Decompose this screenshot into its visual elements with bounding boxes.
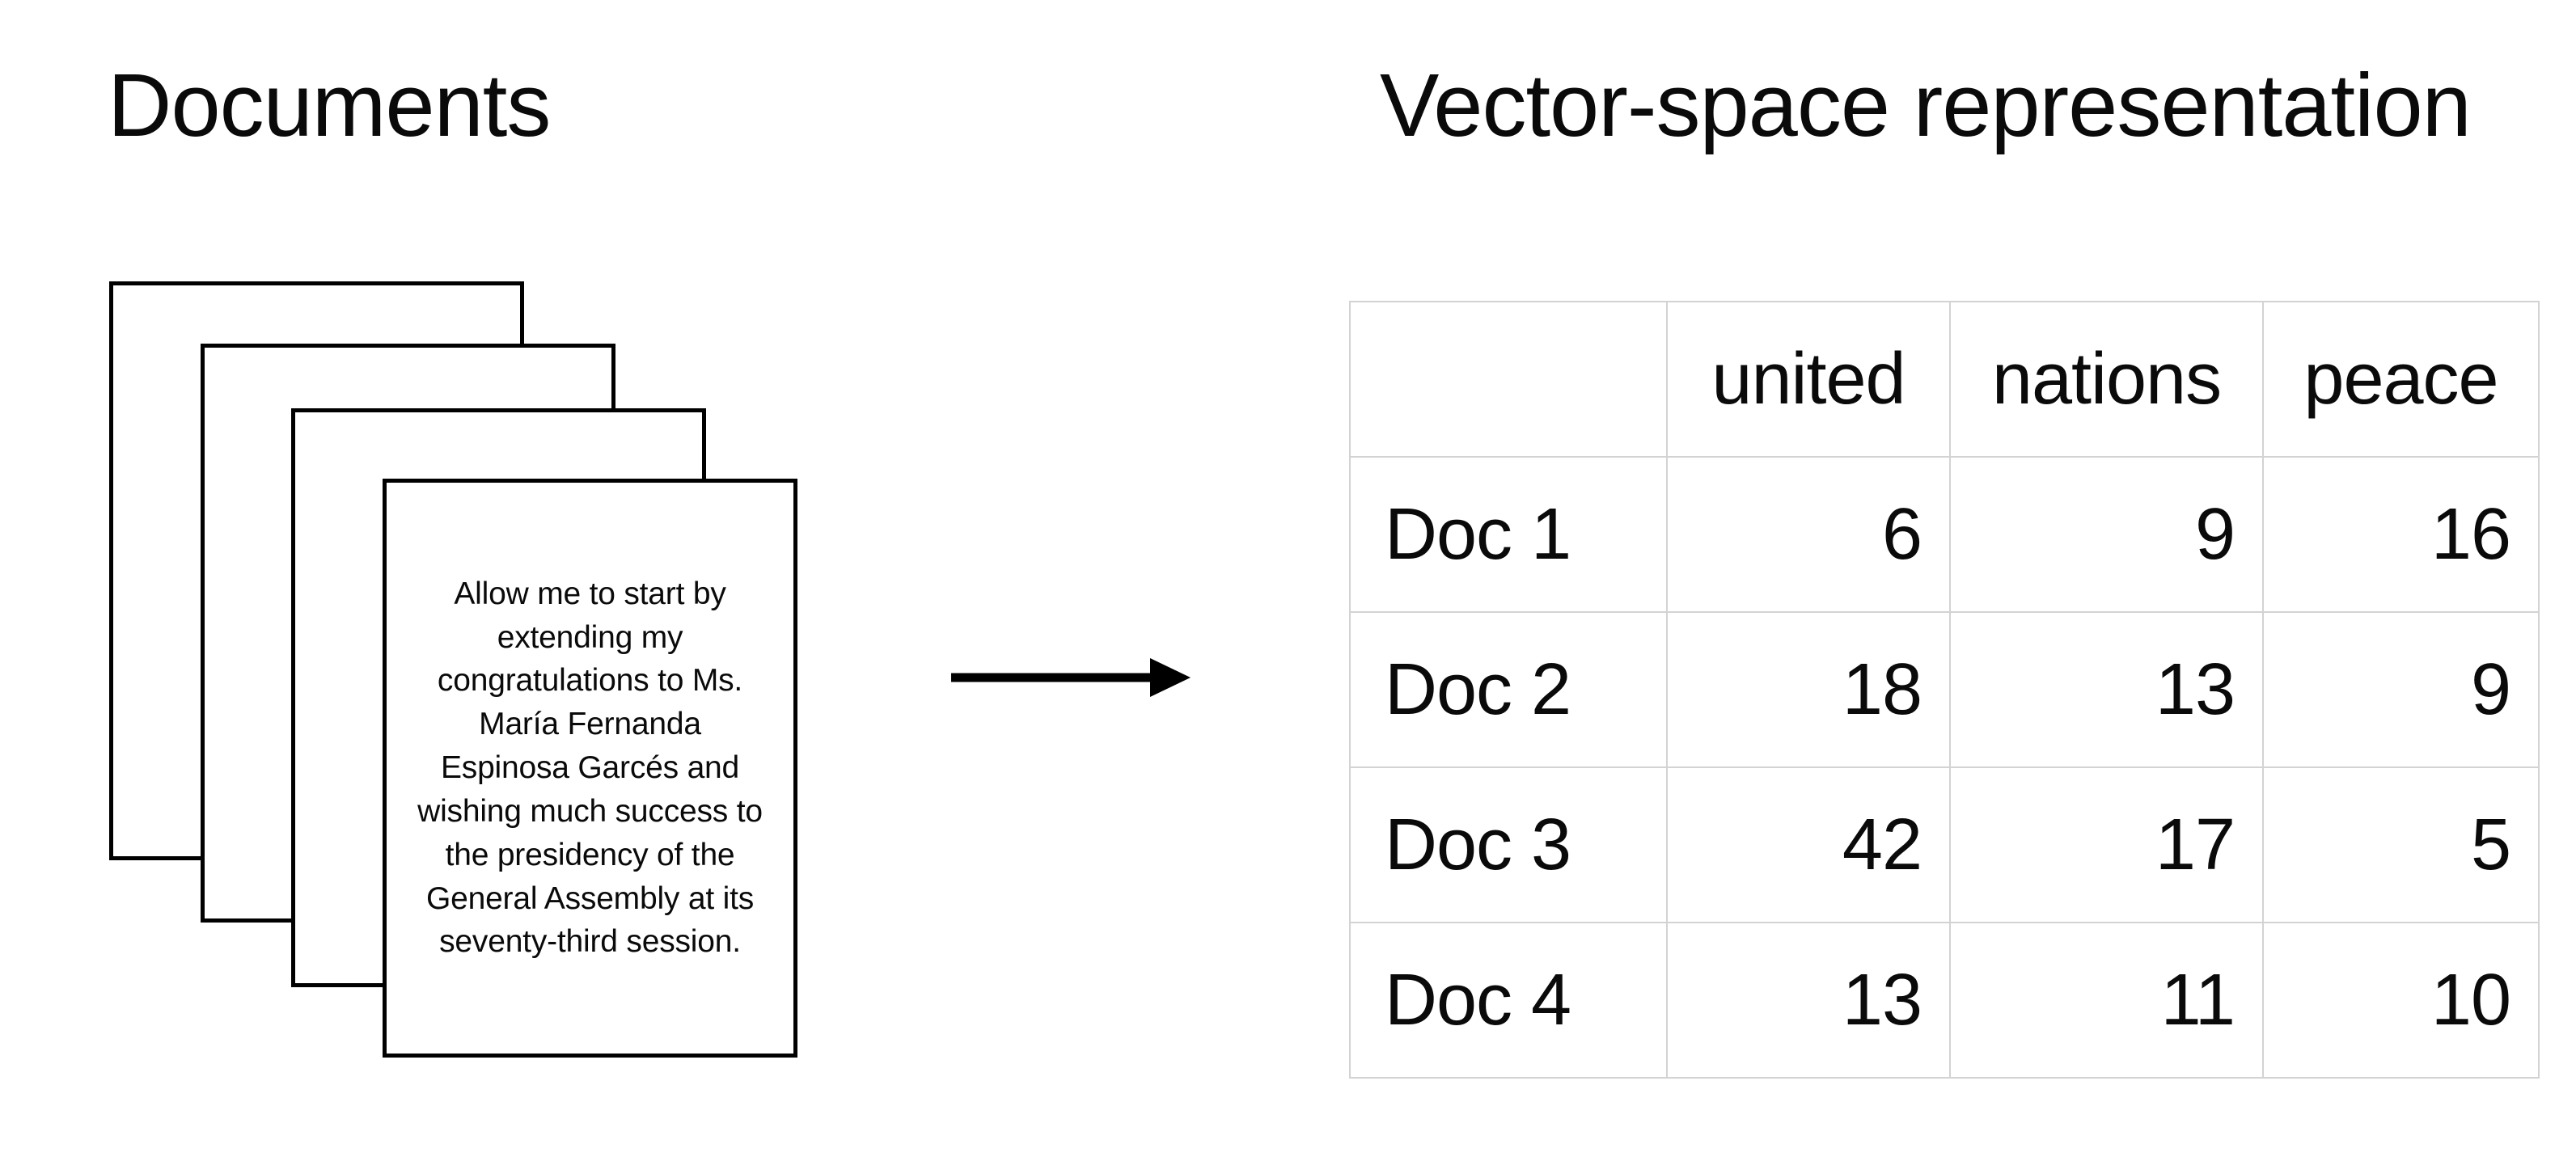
table-row: Doc 1 6 9 16 <box>1349 456 2540 613</box>
table-header-blank <box>1349 301 1668 458</box>
cell-doc-3-nations: 17 <box>1949 766 2264 923</box>
table-header-nations: nations <box>1949 301 2264 458</box>
table-header: united nations peace <box>1349 301 2540 458</box>
cell-doc-1-peace: 16 <box>2262 456 2540 613</box>
cell-doc-2-nations: 13 <box>1949 611 2264 768</box>
right-arrow-icon <box>946 651 1197 704</box>
row-label-doc-3: Doc 3 <box>1349 766 1668 923</box>
table-header-row: united nations peace <box>1349 301 2540 458</box>
table-row: Doc 2 18 13 9 <box>1349 611 2540 768</box>
row-label-doc-4: Doc 4 <box>1349 922 1668 1079</box>
row-label-doc-1: Doc 1 <box>1349 456 1668 613</box>
cell-doc-3-peace: 5 <box>2262 766 2540 923</box>
cell-doc-3-united: 42 <box>1666 766 1951 923</box>
cell-doc-2-united: 18 <box>1666 611 1951 768</box>
cell-doc-4-united: 13 <box>1666 922 1951 1079</box>
cell-doc-2-peace: 9 <box>2262 611 2540 768</box>
cell-doc-4-nations: 11 <box>1949 922 2264 1079</box>
page-title-documents: Documents <box>108 56 551 155</box>
cell-doc-1-nations: 9 <box>1949 456 2264 613</box>
table-header-united: united <box>1666 301 1951 458</box>
vector-space-table: united nations peace Doc 1 6 9 16 Doc 2 … <box>1349 301 2540 1079</box>
document-stack: Allow me to start by extending my congra… <box>0 0 857 1157</box>
table-row: Doc 4 13 11 10 <box>1349 922 2540 1079</box>
table-body: Doc 1 6 9 16 Doc 2 18 13 9 Doc 3 42 17 5… <box>1349 456 2540 1079</box>
table-row: Doc 3 42 17 5 <box>1349 766 2540 923</box>
right-arrow-svg <box>951 658 1191 697</box>
table-header-peace: peace <box>2262 301 2540 458</box>
document-sheet-front <box>383 479 797 1058</box>
cell-doc-1-united: 6 <box>1666 456 1951 613</box>
row-label-doc-2: Doc 2 <box>1349 611 1668 768</box>
cell-doc-4-peace: 10 <box>2262 922 2540 1079</box>
page-title-vector-space: Vector-space representation <box>1380 56 2472 155</box>
